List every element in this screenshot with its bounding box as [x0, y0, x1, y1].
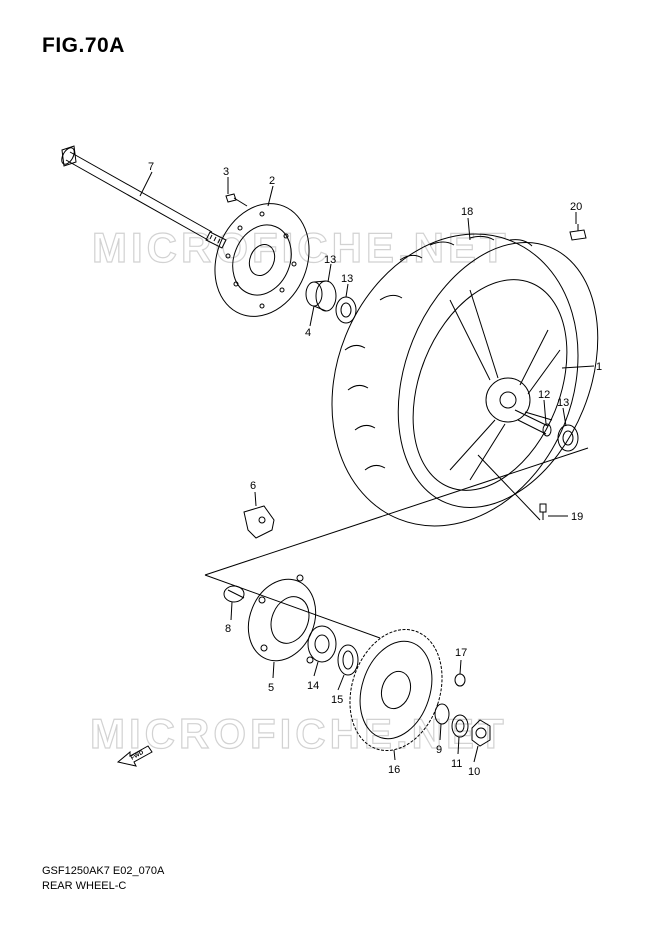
air-valve-part	[539, 503, 547, 520]
diagram-name: REAR WHEEL-C	[42, 880, 127, 892]
oil-seal-part	[337, 644, 359, 676]
leader-lines	[139, 171, 595, 763]
damper-bracket-part	[243, 505, 275, 539]
rear-sprocket-part	[349, 628, 443, 752]
watermark-lower: MICROFICHE.NET	[90, 710, 508, 757]
callout-7: 7	[148, 161, 154, 173]
drum-bearing-part	[307, 625, 337, 663]
callout-6: 6	[250, 480, 256, 492]
watermark-upper: MICROFICHE.NET	[92, 224, 510, 271]
collar-part	[514, 409, 552, 437]
disc-bolt-part	[225, 193, 248, 207]
brake-disc-part	[214, 203, 310, 317]
callout-18: 17	[455, 647, 467, 659]
callout-10: 10	[468, 766, 480, 778]
callout-15: 14	[307, 680, 319, 692]
callout-13-upper: 13	[341, 273, 353, 285]
diagram-code: GSF1250AK7 E02_070A	[42, 865, 165, 877]
callout-11: 11	[451, 758, 462, 770]
assembly-guide-line	[204, 447, 589, 639]
callout-2: 2	[269, 175, 275, 187]
sprocket-drum-part	[247, 574, 317, 664]
axle-washer-part	[434, 703, 450, 725]
callout-4: 4	[305, 327, 311, 339]
callout-9: 9	[436, 744, 442, 756]
callout-5: 5	[268, 682, 274, 694]
washer-part	[451, 714, 469, 738]
callout-14: 13	[324, 254, 336, 266]
callout-12: 12	[538, 389, 550, 401]
callout-13-right: 13	[557, 397, 569, 409]
axle-part	[61, 145, 227, 249]
forward-arrow-icon	[116, 745, 153, 767]
callout-17: 16	[388, 764, 400, 776]
callout-20: 19	[571, 511, 583, 523]
callout-8: 8	[225, 623, 231, 635]
callout-21: 20	[570, 201, 582, 213]
callout-19: 18	[461, 206, 473, 218]
axle-nut-part	[471, 719, 491, 747]
valve-cap-part	[569, 224, 587, 241]
spacer-part	[305, 280, 337, 312]
callout-16: 15	[331, 694, 343, 706]
rear-wheel-part	[331, 233, 599, 527]
callout-1: 1	[596, 361, 602, 373]
figure-title: FIG.70A	[42, 34, 125, 57]
bearing-part-right	[557, 424, 579, 452]
callout-3: 3	[223, 166, 229, 178]
sprocket-bolt-part	[223, 585, 245, 603]
flange-nut-part	[454, 673, 466, 687]
